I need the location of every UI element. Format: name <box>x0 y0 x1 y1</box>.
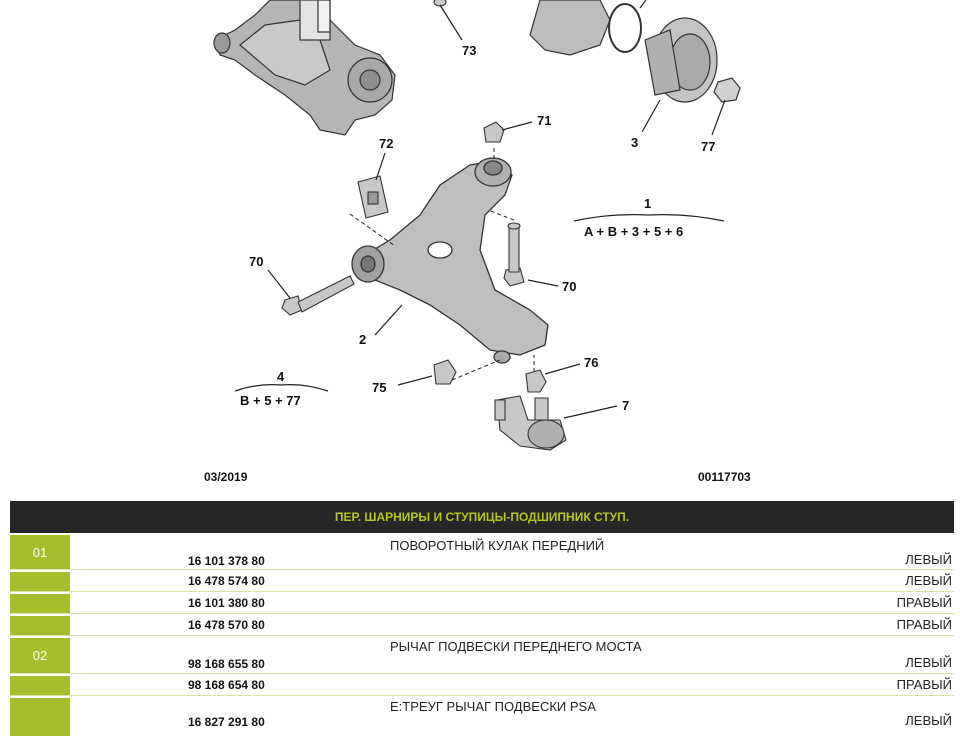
guide-lines <box>349 148 535 381</box>
steering-knuckle-drawing <box>213 0 396 136</box>
callout-73: 73 <box>462 43 476 58</box>
part-description: РЫЧАГ ПОДВЕСКИ ПЕРЕДНЕГО МОСТА <box>390 639 642 654</box>
parts-table: ПЕР. ШАРНИРЫ И СТУПИЦЫ-ПОДШИПНИК СТУП. 0… <box>10 501 954 736</box>
table-row[interactable]: 16 101 380 80 ПРАВЫЙ <box>10 592 954 614</box>
part-side: ЛЕВЫЙ <box>905 713 952 728</box>
item-number-cell <box>10 572 70 591</box>
bracket-left-label: B + 5 + 77 <box>240 393 301 408</box>
callout-7: 7 <box>622 398 629 413</box>
item-number-cell <box>10 676 70 695</box>
item-number-cell <box>10 616 70 635</box>
part-description: ПОВОРОТНЫЙ КУЛАК ПЕРЕДНИЙ <box>390 538 605 553</box>
part-number[interactable]: 16 101 378 80 <box>188 554 265 568</box>
date-code: 03/2019 <box>204 470 248 484</box>
table-header: ПЕР. ШАРНИРЫ И СТУПИЦЫ-ПОДШИПНИК СТУП. <box>10 501 954 533</box>
callout-75: 75 <box>372 380 386 395</box>
callout-3: 3 <box>631 135 638 150</box>
callout-4: 4 <box>277 369 285 384</box>
reference-code: 00117703 <box>698 470 751 484</box>
part-number[interactable]: 16 827 291 80 <box>188 715 265 729</box>
table-row[interactable]: 01 ПОВОРОТНЫЙ КУЛАК ПЕРЕДНИЙ 16 101 378 … <box>10 533 954 570</box>
part-number[interactable]: 16 478 574 80 <box>188 574 265 588</box>
control-arm-drawing <box>351 157 549 364</box>
part-side: ЛЕВЫЙ <box>905 573 952 588</box>
part-number[interactable]: 16 478 570 80 <box>188 618 265 632</box>
part-description: Е:ТРЕУГ РЫЧАГ ПОДВЕСКИ PSA <box>390 699 596 714</box>
fasteners-drawing <box>281 0 567 451</box>
table-row[interactable]: Е:ТРЕУГ РЫЧАГ ПОДВЕСКИ PSA 16 827 291 80… <box>10 696 954 736</box>
item-number: 02 <box>10 638 70 673</box>
parts-diagram: 73 3 77 71 72 1 70 70 2 76 75 7 4 A + B … <box>213 0 741 451</box>
hub-bearing-drawing <box>529 0 741 103</box>
part-side: ПРАВЫЙ <box>896 677 952 692</box>
callout-2: 2 <box>359 332 366 347</box>
part-number[interactable]: 98 168 654 80 <box>188 678 265 692</box>
callout-70-left: 70 <box>249 254 263 269</box>
item-number-cell <box>10 698 70 736</box>
item-number-cell <box>10 594 70 613</box>
callout-72: 72 <box>379 136 393 151</box>
brackets <box>234 214 725 392</box>
part-side: ПРАВЫЙ <box>896 617 952 632</box>
part-side: ЛЕВЫЙ <box>905 552 952 567</box>
callout-77: 77 <box>701 139 715 154</box>
callout-76: 76 <box>584 355 598 370</box>
part-side: ПРАВЫЙ <box>896 595 952 610</box>
callout-1: 1 <box>644 196 651 211</box>
table-row[interactable]: 16 478 574 80 ЛЕВЫЙ <box>10 570 954 592</box>
part-number[interactable]: 98 168 655 80 <box>188 657 265 671</box>
table-row[interactable]: 02 РЫЧАГ ПОДВЕСКИ ПЕРЕДНЕГО МОСТА 98 168… <box>10 636 954 674</box>
table-row[interactable]: 98 168 654 80 ПРАВЫЙ <box>10 674 954 696</box>
part-side: ЛЕВЫЙ <box>905 655 952 670</box>
callout-71: 71 <box>537 113 551 128</box>
part-number[interactable]: 16 101 380 80 <box>188 596 265 610</box>
callout-70-right: 70 <box>562 279 576 294</box>
table-row[interactable]: 16 478 570 80 ПРАВЫЙ <box>10 614 954 636</box>
bracket-right-label: A + B + 3 + 5 + 6 <box>584 224 683 239</box>
item-number: 01 <box>10 535 70 569</box>
leader-lines <box>267 0 726 419</box>
